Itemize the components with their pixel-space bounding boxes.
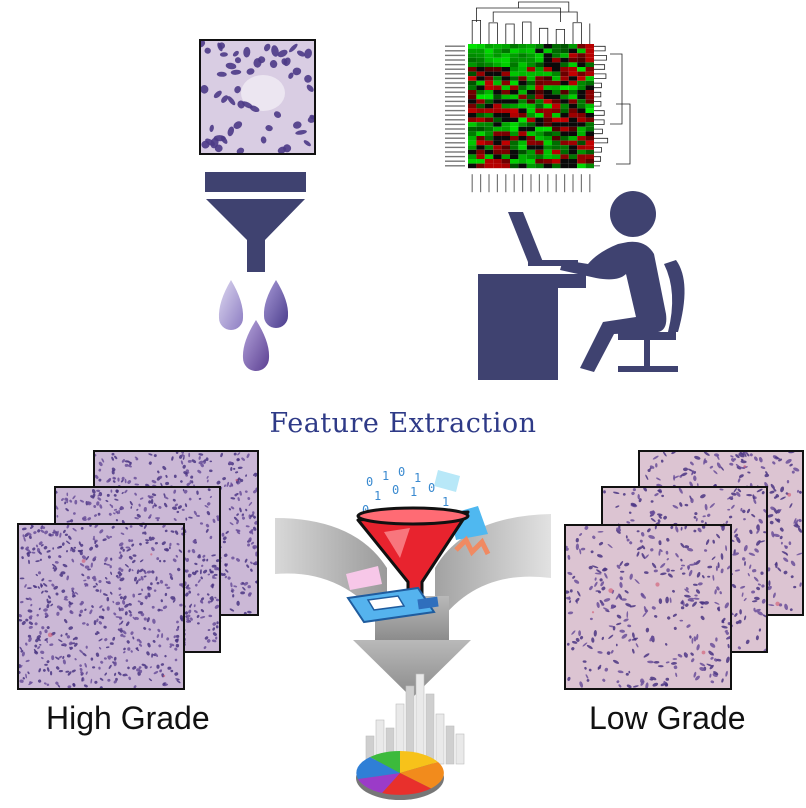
low-grade-label: Low Grade [589, 700, 746, 736]
svg-text:1: 1 [382, 469, 389, 483]
dendrogram-heatmap [445, 1, 631, 193]
high-grade-slide-front [17, 523, 185, 690]
svg-text:0: 0 [366, 475, 373, 489]
data-funnel-icon: 0 1 0 1 1 0 1 0 0 1 [346, 466, 491, 624]
bar-chart-icon [365, 673, 465, 765]
svg-text:1: 1 [374, 489, 381, 503]
funnel-icon [205, 172, 306, 272]
histology-closeup-tile [199, 39, 316, 155]
svg-text:1: 1 [442, 495, 449, 509]
low-grade-tissue-image [566, 526, 730, 688]
pie-chart-icon [356, 751, 444, 800]
high-grade-tissue-image [19, 525, 183, 688]
high-grade-label: High Grade [46, 700, 210, 736]
svg-text:0: 0 [362, 503, 369, 517]
svg-text:1: 1 [410, 485, 417, 499]
svg-text:0: 0 [428, 481, 435, 495]
histology-closeup-image [201, 41, 314, 153]
low-grade-slide-front [564, 524, 732, 690]
person-at-computer-icon [478, 191, 685, 380]
svg-text:0: 0 [392, 483, 399, 497]
feature-extraction-title: Feature Extraction [269, 408, 537, 439]
svg-text:1: 1 [414, 471, 421, 485]
droplet-icon [218, 280, 289, 371]
svg-text:0: 0 [398, 466, 405, 479]
